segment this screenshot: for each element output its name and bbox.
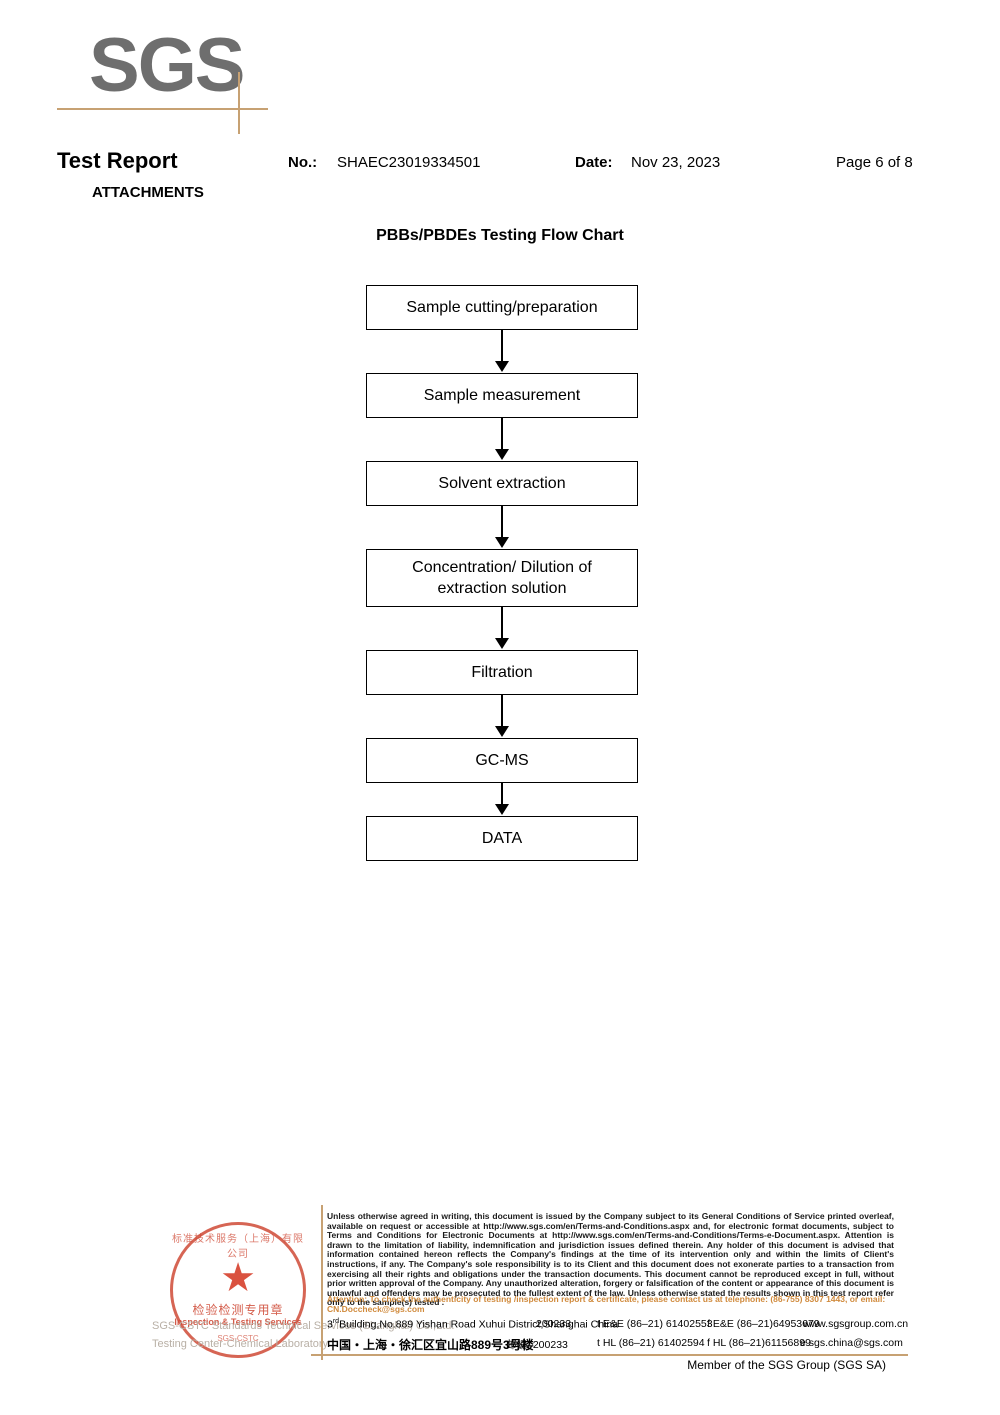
flow-node-sample-measurement: Sample measurement [366, 373, 638, 418]
stamp-ring [170, 1222, 306, 1358]
member-notice: Member of the SGS Group (SGS SA) [687, 1358, 886, 1372]
flow-arrow-5 [366, 695, 638, 738]
inspection-stamp-icon: 标准技术服务（上海）有限公司 ★ 检验检测专用章 Inspection & Te… [170, 1222, 306, 1358]
stamp-english-text: Inspection & Testing Services [174, 1317, 302, 1327]
arrow-shaft [501, 330, 503, 364]
address-chinese: 中国・上海・徐汇区宜山路889号3号楼 [327, 1338, 534, 1352]
address-english-text: Building,No.889 Yishan Road Xuhui Distri… [339, 1318, 619, 1331]
arrow-shaft [501, 506, 503, 540]
flow-arrow-4 [366, 607, 638, 650]
flow-arrow-6 [366, 783, 638, 816]
page-title: Test Report [57, 148, 178, 173]
contact-fax-hl: f HL (86–21)61156899 [707, 1337, 811, 1349]
flow-node-gcms: GC-MS [366, 738, 638, 783]
report-date-label: Date: [575, 154, 613, 171]
stamp-arc-bottom-text: SGS-CSTC [217, 1334, 259, 1343]
attachments-label: ATTACHMENTS [92, 184, 204, 201]
legal-disclaimer-text: Unless otherwise agreed in writing, this… [327, 1211, 894, 1308]
logo-vertical-rule [238, 72, 240, 134]
arrow-shaft [501, 695, 503, 729]
address-ordinal: 3 [327, 1318, 333, 1331]
star-icon: ★ [220, 1256, 256, 1300]
sgs-logo-text: SGS [89, 23, 245, 108]
zip-chinese: 邮编: 200233 [506, 1339, 568, 1351]
sgs-logo: SGS [57, 22, 287, 134]
flow-node-filtration: Filtration [366, 650, 638, 695]
flow-node-sample-cutting: Sample cutting/preparation [366, 285, 638, 330]
page-number: Page 6 of 8 [836, 154, 913, 171]
flow-arrow-3 [366, 506, 638, 549]
contact-fax-ee: f E&E (86–21)64953679 [707, 1318, 820, 1330]
arrow-head-icon [495, 361, 509, 372]
arrow-shaft [501, 418, 503, 452]
contact-tel-hl: t HL (86–21) 61402594 [597, 1337, 705, 1349]
arrow-head-icon [495, 537, 509, 548]
address-ordinal-suffix: rd [332, 1318, 340, 1325]
contact-website: www.sgsgroup.com.cn [803, 1318, 909, 1330]
stamp-arc-top-text: 标准技术服务（上海）有限公司 [172, 1234, 304, 1260]
footer-horizontal-rule [330, 1354, 908, 1356]
stamp-company-line2: Testing Center-Chemical Laboratory [152, 1338, 329, 1350]
arrow-head-icon [495, 804, 509, 815]
arrow-head-icon [495, 638, 509, 649]
footer-vertical-rule [321, 1205, 323, 1360]
attention-notice-text: Attention: To check the authenticity of … [327, 1294, 886, 1314]
arrow-head-icon [495, 449, 509, 460]
flow-node-data: DATA [366, 816, 638, 861]
arrow-head-icon [495, 726, 509, 737]
stamp-chinese-text: 检验检测专用章 [192, 1303, 284, 1317]
flow-arrow-2 [366, 418, 638, 461]
flow-node-concentration-dilution: Concentration/ Dilution of extraction so… [366, 549, 638, 607]
flow-node-solvent-extraction: Solvent extraction [366, 461, 638, 506]
address-english: 3rdBuilding,No.889 Yishan Road Xuhui Dis… [327, 1318, 618, 1331]
contact-tel-ee: t E&E (86–21) 61402553 [597, 1318, 713, 1330]
flow-chart: Sample cutting/preparation Sample measur… [366, 285, 638, 861]
flow-chart-title: PBBs/PBDEs Testing Flow Chart [376, 227, 624, 244]
contact-email: e sgs.china@sgs.com [800, 1337, 903, 1349]
arrow-shaft [501, 607, 503, 641]
report-date-value: Nov 23, 2023 [631, 154, 721, 171]
flow-arrow-1 [366, 330, 638, 373]
zip-english: 200233 [536, 1318, 572, 1330]
logo-horizontal-rule [57, 108, 268, 110]
arrow-shaft [501, 783, 503, 807]
footer-cross-tick [311, 1354, 333, 1356]
report-no-label: No.: [288, 154, 318, 171]
report-header: Test Report ATTACHMENTS No.: SHAEC230193… [0, 148, 1000, 208]
report-no-value: SHAEC23019334501 [337, 154, 481, 171]
stamp-company-line1: SGS-CSTC Standards Technical Services (S… [152, 1320, 455, 1332]
